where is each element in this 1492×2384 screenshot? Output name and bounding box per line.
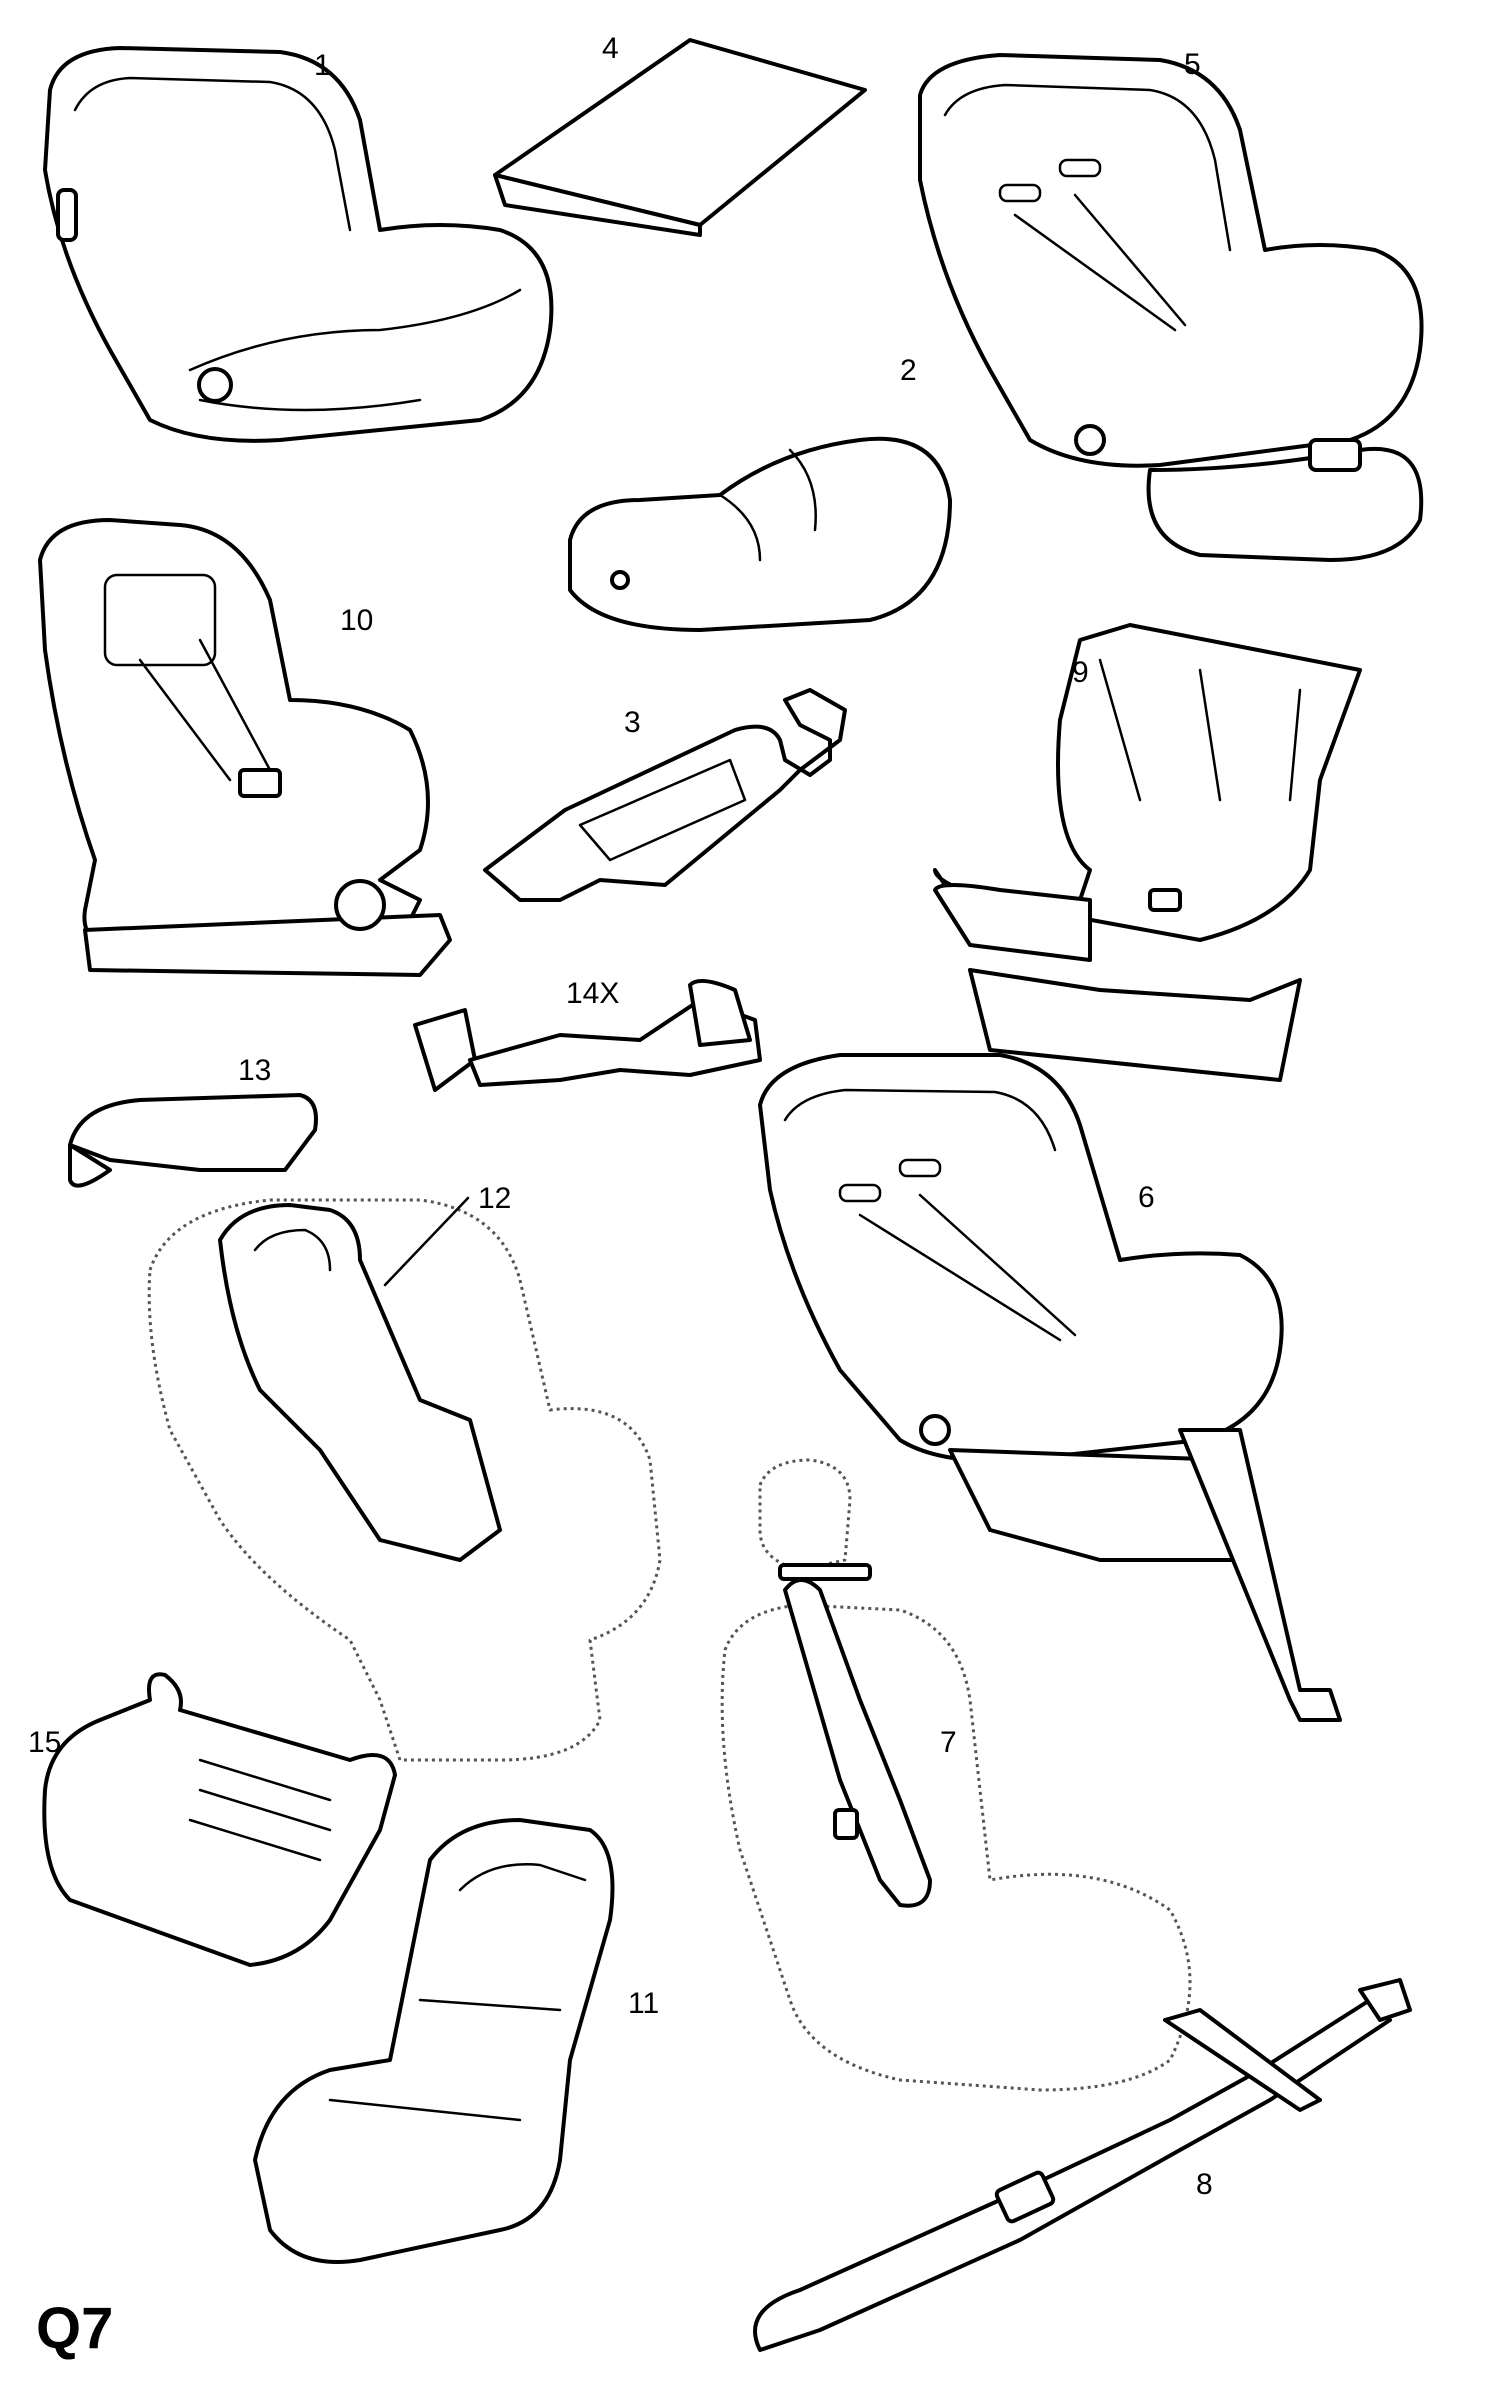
- part-2-booster-base: [568, 436, 952, 632]
- callout-2: 2: [900, 354, 917, 387]
- callout-7: 7: [940, 1726, 957, 1759]
- callout-12: 12: [478, 1182, 511, 1215]
- callout-10: 10: [340, 604, 373, 637]
- callout-labels: 1 4 5 2 10 9 3 14X 13 12 6 7 15 11 8: [28, 32, 1213, 2201]
- part-12-infant-carrier: [147, 1198, 662, 1762]
- part-7-vehicle-seat-strap: [720, 1458, 1192, 2092]
- callout-14x: 14X: [566, 977, 619, 1010]
- part-10-convertible-seat: [38, 518, 452, 977]
- part-8-seat-belt: [753, 1978, 1412, 2352]
- part-14x-tether-strap: [413, 979, 762, 1092]
- part-9-fabric-seat: [933, 623, 1362, 1082]
- callout-8: 8: [1196, 2168, 1213, 2201]
- leader-line-12: [383, 1196, 470, 1287]
- callout-11: 11: [628, 1987, 659, 2020]
- part-6-seat-on-base: [758, 1053, 1342, 1722]
- part-3-base-frame: [483, 688, 847, 902]
- callout-9: 9: [1072, 656, 1089, 689]
- callout-1: 1: [314, 49, 331, 82]
- part-13-handle-cover: [68, 1093, 318, 1188]
- callout-5: 5: [1184, 48, 1201, 81]
- part-11-high-back-booster: [253, 1818, 615, 2264]
- callout-4: 4: [602, 32, 619, 65]
- page-code: Q7: [36, 2296, 113, 2361]
- part-1-child-seat-shell: [43, 46, 554, 443]
- callout-6: 6: [1138, 1181, 1155, 1214]
- part-5-seat-with-harness: [918, 53, 1424, 562]
- part-15-booster-cushion: [42, 1672, 397, 1967]
- callout-15: 15: [28, 1726, 61, 1759]
- part-4-wedge-cushion: [493, 38, 867, 237]
- callout-3: 3: [624, 706, 641, 739]
- callout-13: 13: [238, 1054, 271, 1087]
